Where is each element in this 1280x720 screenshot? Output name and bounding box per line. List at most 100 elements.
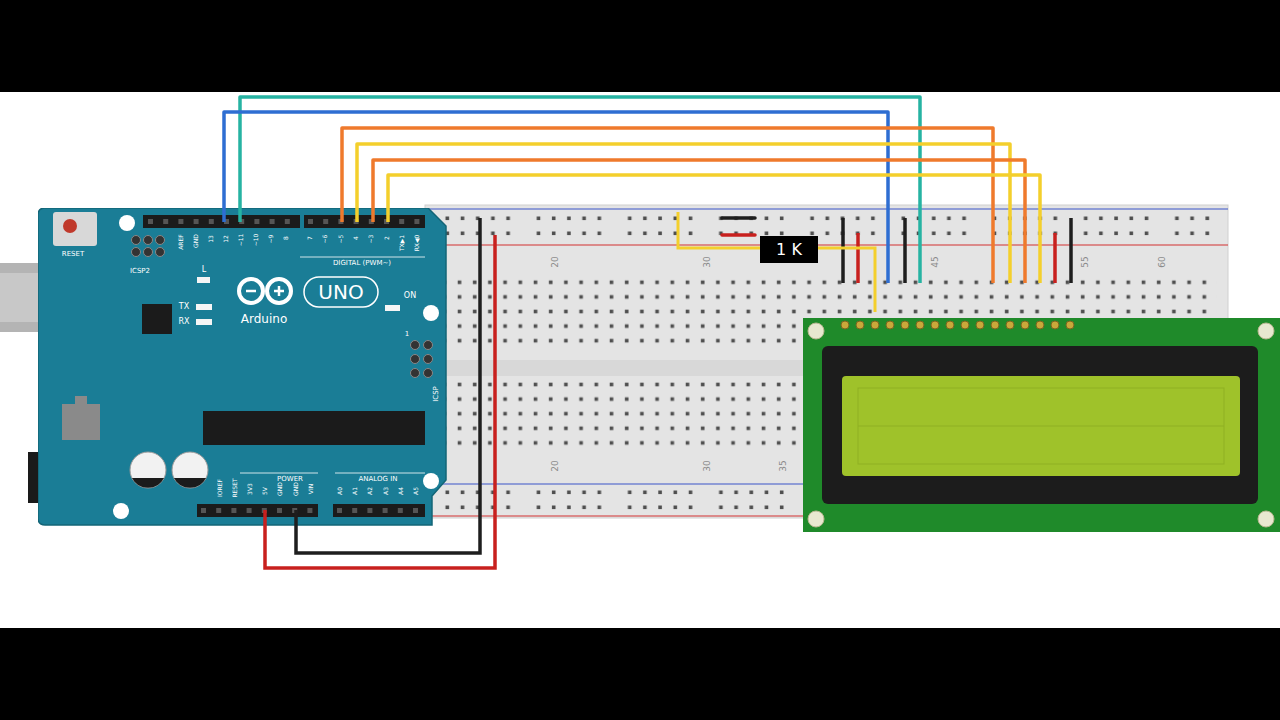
lcd-module-part: [1258, 323, 1274, 339]
icsp-pin: [132, 248, 141, 257]
pin-label: VIN: [308, 484, 314, 494]
lcd-module-part-part: [886, 321, 894, 329]
pin-label: TX: [179, 303, 189, 311]
brand-text: UNO: [318, 282, 363, 302]
breadboard-part: [425, 360, 1228, 376]
header-pin: [194, 219, 199, 224]
pin-label: 7: [307, 236, 313, 240]
uno-pill: [304, 277, 378, 307]
mounting-hole: [119, 215, 135, 231]
pin-label: 1: [405, 331, 409, 338]
power-wires-part: [722, 216, 755, 220]
header-pin: [292, 508, 297, 513]
column-number: 30: [703, 256, 712, 267]
signal-wires-part: [357, 144, 1010, 283]
pin-label: A0: [337, 487, 343, 495]
header-pin: [239, 219, 244, 224]
lcd-module-part-part: [931, 321, 939, 329]
resistor-leads-part: [816, 248, 875, 312]
header-pin: [216, 508, 221, 513]
lcd-module-part: [822, 346, 1258, 504]
header-pin: [209, 219, 214, 224]
reset-button: [63, 219, 77, 233]
lcd-module-part-part: [991, 321, 999, 329]
lcd-module-part: [842, 376, 1240, 476]
lcd-module-part-part: [871, 321, 879, 329]
chip: [142, 304, 172, 334]
lcd-module-part-part: [856, 321, 864, 329]
pin-label: ~3: [368, 235, 374, 244]
lcd-module-part-part: [1021, 321, 1029, 329]
power-wires-part: [856, 233, 860, 283]
logo: [239, 279, 263, 303]
icsp-pin: [132, 236, 141, 245]
logo: [278, 286, 281, 296]
pin-label: 12: [223, 235, 229, 243]
lcd-module-part-part: [1036, 321, 1044, 329]
lcd-module-part-part: [916, 321, 924, 329]
pin-label: ON: [404, 292, 416, 300]
header-pin: [201, 508, 206, 513]
pin-label: A3: [383, 487, 389, 495]
pin-label: L: [202, 266, 206, 274]
pin-label: RESET: [62, 251, 84, 258]
silkscreen-line: [300, 257, 425, 258]
icsp-pin: [144, 236, 153, 245]
pin-label: A4: [398, 487, 404, 495]
signal-wires-part: [388, 175, 1040, 283]
logo: [246, 290, 256, 293]
pin-label: ICSP2: [130, 268, 150, 275]
pin-label: ICSP: [433, 386, 440, 402]
capacitor: [172, 452, 208, 488]
header-pin: [398, 508, 403, 513]
power-wires-part: [1053, 233, 1057, 283]
column-number: 55: [1081, 256, 1090, 267]
regulator: [62, 404, 100, 440]
pin-label: GND: [193, 234, 199, 248]
lcd-module-part-part: [961, 321, 969, 329]
microcontroller: [203, 411, 425, 445]
header-pin: [354, 219, 359, 224]
pin-label: A1: [352, 487, 358, 495]
pin-label: POWER: [277, 476, 303, 483]
pin-label: ~5: [338, 235, 344, 244]
pin-label: 2: [384, 236, 390, 240]
lcd-module-part: [808, 323, 824, 339]
header-pin: [384, 219, 389, 224]
header-pin: [254, 219, 259, 224]
lcd-module: [803, 318, 1280, 532]
reset-button: [53, 212, 97, 246]
column-number: 20: [551, 460, 560, 471]
header-pin: [148, 219, 153, 224]
column-number: 45: [931, 256, 940, 267]
lcd-module-part-part: [1066, 321, 1074, 329]
pin-label: RX◀0: [414, 235, 420, 252]
icsp-pin: [424, 369, 433, 378]
pin-label: GND: [277, 482, 283, 496]
pin-label: A5: [413, 487, 419, 495]
header-pin: [262, 508, 267, 513]
header-pin: [231, 508, 236, 513]
header-pin: [369, 219, 374, 224]
icsp-pin: [411, 341, 420, 350]
led: [196, 319, 212, 325]
resistor-leads: [678, 212, 875, 312]
letterbox-bars-part: [0, 0, 1280, 92]
brand-text: Arduino: [241, 313, 287, 325]
lcd-module-part-part: [1051, 321, 1059, 329]
lcd-module-part: [1258, 511, 1274, 527]
column-number: 60: [1158, 256, 1167, 267]
pin-label: ANALOG IN: [359, 476, 398, 483]
breadboard-part: [437, 275, 1217, 348]
mounting-hole: [423, 473, 439, 489]
header-pin: [338, 219, 343, 224]
led: [385, 305, 400, 311]
power-wires-part: [841, 218, 845, 283]
lcd-module-part: [803, 318, 1280, 532]
pin-header: [197, 504, 318, 517]
pin-label: ~11: [238, 234, 244, 247]
lcd-module-part-part: [841, 321, 849, 329]
pin-label: 4: [353, 236, 359, 240]
